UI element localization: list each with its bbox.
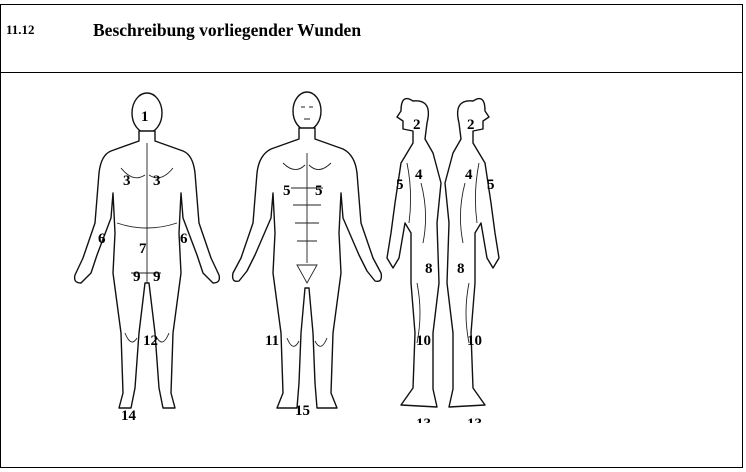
region-label: 3	[153, 173, 161, 189]
region-label: 1	[141, 109, 149, 125]
wound-description-form: 11.12 Beschreibung vorliegender Wunden	[0, 4, 743, 468]
region-label: 12	[143, 333, 158, 349]
region-label: 7	[139, 241, 147, 257]
section-number: 11.12	[6, 22, 35, 38]
region-label: 14	[121, 408, 137, 423]
body-side-view-right	[445, 99, 499, 407]
region-label: 11	[265, 333, 279, 349]
region-label: 4	[415, 167, 423, 183]
region-label: 13	[467, 416, 482, 423]
region-label: 8	[425, 261, 433, 277]
region-label: 4	[465, 167, 473, 183]
region-label: 3	[123, 173, 131, 189]
region-label: 5	[315, 183, 323, 199]
region-label: 6	[98, 231, 106, 247]
section-header: 11.12 Beschreibung vorliegender Wunden	[1, 5, 742, 73]
region-label: 8	[457, 261, 465, 277]
region-label: 5	[487, 177, 495, 193]
region-label: 10	[467, 333, 482, 349]
region-label: 2	[467, 117, 475, 133]
region-label: 10	[416, 333, 431, 349]
region-label: 6	[180, 231, 188, 247]
body-diagram: 1 3 3 6 7 6 9 9 12 14 5 5 11 15 2 5 4 8 …	[61, 83, 551, 423]
region-label: 5	[396, 177, 404, 193]
region-label: 9	[133, 269, 141, 285]
region-label: 9	[153, 269, 161, 285]
body-front-view	[233, 92, 382, 408]
region-label: 5	[283, 183, 291, 199]
section-title: Beschreibung vorliegender Wunden	[93, 20, 361, 41]
region-label: 15	[295, 403, 310, 419]
region-label: 13	[416, 416, 431, 423]
body-diagram-area: 1 3 3 6 7 6 9 9 12 14 5 5 11 15 2 5 4 8 …	[1, 73, 742, 468]
region-label: 2	[413, 117, 421, 133]
body-side-view-left	[387, 99, 441, 407]
body-back-view	[75, 93, 220, 408]
